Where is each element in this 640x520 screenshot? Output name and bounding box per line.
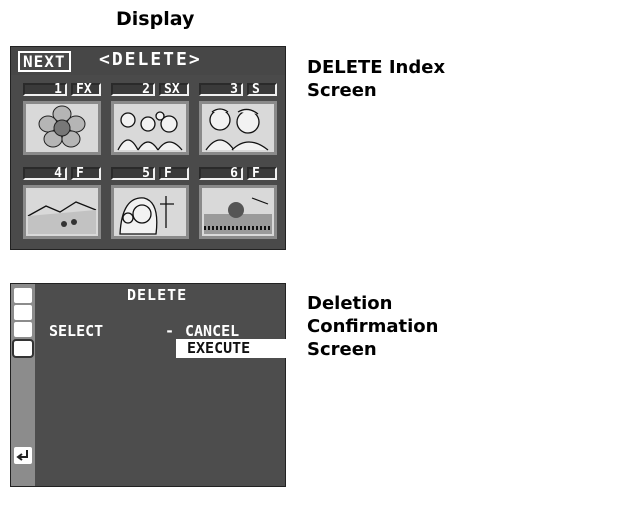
cell-number: 2 [142,82,150,97]
cell-tag: F [164,166,172,181]
settings-mode-icon[interactable] [14,305,32,320]
cell-number: 1 [54,82,62,97]
memory-mode-icon[interactable] [12,339,34,358]
mode-icon-strip [11,284,35,486]
cell-number: 6 [230,166,238,181]
camera-mode-icon[interactable] [14,288,32,303]
select-label: SELECT [49,322,104,340]
confirm-title: DELETE [127,286,188,304]
execute-option[interactable]: EXECUTE [176,339,286,358]
cell-tag: SX [164,82,180,97]
landscape-icon [23,185,101,239]
confirm-caption: Deletion Confirmation Screen [307,293,439,360]
index-header: NEXT <DELETE> [11,47,285,75]
cell-tag: F [252,166,260,181]
cell-tag: S [252,82,260,97]
girl-with-headphones-icon [111,185,189,239]
return-icon[interactable] [14,447,32,464]
display-heading: Display [116,8,195,30]
flower-icon [23,101,101,155]
couple-portrait-icon [199,101,277,155]
cell-tag: FX [76,82,92,97]
index-title: <DELETE> [99,49,202,70]
next-button[interactable]: NEXT [18,51,71,72]
cell-number: 3 [230,82,238,97]
cell-label-bar: 1 FX [23,81,101,99]
clock-mode-icon[interactable] [14,322,32,337]
index-caption: DELETE Index Screen [307,57,446,101]
cell-number: 5 [142,166,150,181]
cell-number: 4 [54,166,62,181]
sunset-icon [199,185,277,239]
deletion-confirmation-screen: DELETE SELECT - CANCEL EXECUTE [10,283,286,487]
family-portrait-icon [111,101,189,155]
delete-index-screen: NEXT <DELETE> 1 FX 2 SX [10,46,286,250]
cancel-option[interactable]: CANCEL [185,322,240,340]
option-dash: - [165,322,175,340]
cell-tag: F [76,166,84,181]
